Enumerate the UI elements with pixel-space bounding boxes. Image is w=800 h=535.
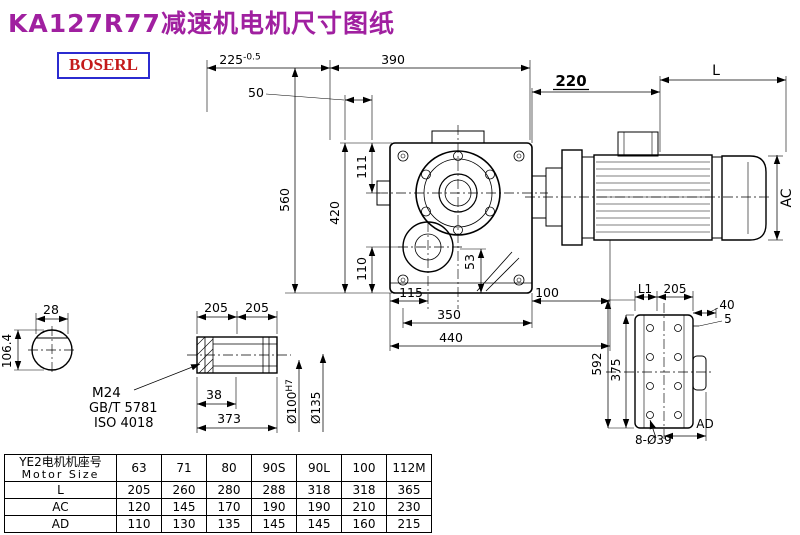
technical-drawing: 225-0.5 390 50 220 L AC 560 420 111 110 … — [0, 52, 795, 447]
table-cell: 230 — [386, 498, 432, 516]
size-col-header: 90L — [296, 454, 342, 482]
dim-115-label: 115 — [399, 285, 423, 300]
dim-111-label: 111 — [354, 155, 369, 179]
motor-side-view — [525, 131, 772, 246]
table-cell: 145 — [161, 498, 207, 516]
standard-gb-label: GB/T 5781 — [89, 401, 158, 416]
dim-350-label: 350 — [437, 307, 461, 322]
size-col-header: 100 — [341, 454, 387, 482]
standard-iso-label: ISO 4018 — [94, 416, 154, 431]
table-cell: 170 — [206, 498, 252, 516]
table-cell: 210 — [341, 498, 387, 516]
dim-420-label: 420 — [327, 201, 342, 225]
motor-rear-view — [606, 303, 714, 440]
dim-390-label: 390 — [381, 52, 405, 67]
table-cell: 365 — [386, 481, 432, 499]
page-title: KA127R77减速机电机尺寸图纸 — [8, 9, 395, 38]
dim-373-label: 373 — [217, 411, 241, 426]
dimension-annotations: 225-0.5 390 50 220 L AC 560 420 111 110 … — [0, 52, 795, 447]
dim-40-label: 40 — [719, 298, 734, 312]
row-label: L — [4, 481, 117, 499]
dim-28-label: 28 — [43, 302, 59, 317]
table-header-cn: YE2电机机座号 — [19, 455, 102, 469]
table-cell: 215 — [386, 515, 432, 533]
table-cell: 190 — [251, 498, 297, 516]
table-row-AD: AD 110 130 135 145 145 160 215 — [4, 515, 432, 533]
dim-205a-label: 205 — [204, 300, 228, 315]
dim-375-label: 375 — [609, 359, 623, 382]
shaft-section-detail — [28, 326, 76, 374]
dim-L-label: L — [712, 63, 720, 79]
size-col-header: 63 — [116, 454, 162, 482]
table-cell: 318 — [341, 481, 387, 499]
dim-53-label: 53 — [462, 254, 477, 270]
table-cell: 145 — [296, 515, 342, 533]
table-cell: 145 — [251, 515, 297, 533]
dim-holes-label: 8-Ø39 — [635, 433, 672, 447]
table-cell: 288 — [251, 481, 297, 499]
dim-135-label: Ø135 — [309, 392, 323, 424]
dim-L1-label: L1 — [638, 282, 652, 296]
size-col-header: 90S — [251, 454, 297, 482]
thread-spec-label: M24 — [92, 385, 121, 401]
brand-logo: BOSERL — [57, 52, 150, 79]
dim-AC-label: AC — [779, 188, 795, 207]
motor-size-table: YE2电机机座号 Motor Size 63 71 80 90S 90L 100… — [4, 454, 432, 533]
dim-5-label: 5 — [724, 312, 732, 326]
table-header-cell: YE2电机机座号 Motor Size — [4, 454, 117, 482]
table-cell: 318 — [296, 481, 342, 499]
table-cell: 190 — [296, 498, 342, 516]
table-cell: 135 — [206, 515, 252, 533]
dim-100-label: 100 — [535, 285, 559, 300]
size-col-header: 71 — [161, 454, 207, 482]
table-row-L: L 205 260 280 288 318 318 365 — [4, 481, 432, 499]
dim-592-label: 592 — [590, 353, 604, 376]
row-label: AD — [4, 515, 117, 533]
table-cell: 260 — [161, 481, 207, 499]
size-col-header: 112M — [386, 454, 432, 482]
table-header-row: YE2电机机座号 Motor Size 63 71 80 90S 90L 100… — [4, 454, 432, 482]
row-label: AC — [4, 498, 117, 516]
dim-205b-label: 205 — [245, 300, 269, 315]
table-cell: 120 — [116, 498, 162, 516]
table-cell: 280 — [206, 481, 252, 499]
size-col-header: 80 — [206, 454, 252, 482]
dim-110-label: 110 — [354, 257, 369, 281]
dim-440-label: 440 — [439, 330, 463, 345]
dim-50-label: 50 — [248, 85, 264, 100]
dim-38-label: 38 — [206, 387, 222, 402]
table-cell: 130 — [161, 515, 207, 533]
dim-106-label: 106.4 — [0, 334, 14, 368]
dim-560-label: 560 — [277, 188, 292, 212]
dim-225-label: 225-0.5 — [219, 52, 260, 67]
table-cell: 110 — [116, 515, 162, 533]
table-cell: 160 — [341, 515, 387, 533]
dim-220-label: 220 — [555, 72, 586, 90]
table-cell: 205 — [116, 481, 162, 499]
dim-AD-label: AD — [696, 417, 713, 431]
dim-bore-label: Ø100H7 — [285, 379, 299, 424]
table-header-en: Motor Size — [21, 468, 100, 481]
gearbox-front-view — [376, 125, 548, 309]
hollow-shaft-detail — [187, 336, 291, 374]
dim-205-rear-label: 205 — [664, 282, 687, 296]
table-row-AC: AC 120 145 170 190 190 210 230 — [4, 498, 432, 516]
